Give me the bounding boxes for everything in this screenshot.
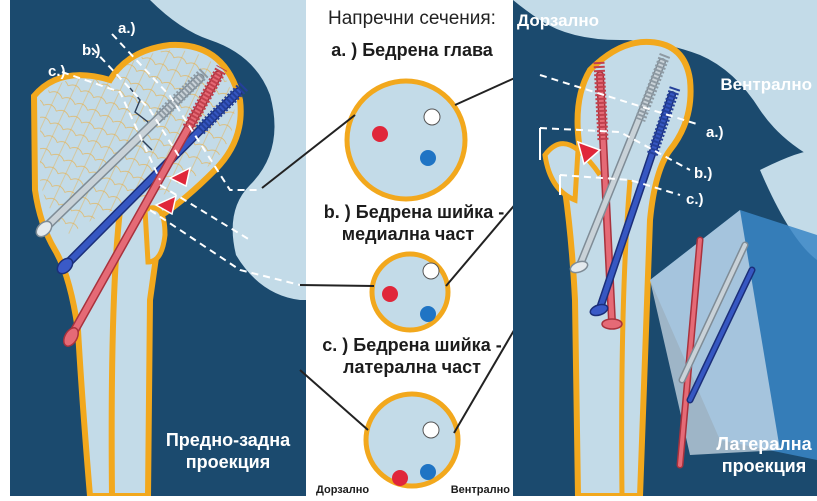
section-b-label-line2: медиална част (342, 224, 475, 244)
right-caption-line2: проекция (722, 456, 807, 476)
marker-c-right: c.) (686, 191, 704, 208)
marker-a-left: a.) (118, 20, 136, 37)
marker-c-left: c.) (48, 63, 66, 80)
dot-blue-b (420, 306, 436, 322)
cross-section-c (366, 394, 458, 486)
dot-white-b (423, 263, 439, 279)
lesser-trochanter (145, 208, 165, 262)
dot-blue-a (420, 150, 436, 166)
section-c-label-line1: c. ) Бедрена шийка - (322, 335, 501, 355)
dot-red-a (372, 126, 388, 142)
section-a-label: a. ) Бедрена глава (331, 40, 494, 60)
section-b-label-line1: b. ) Бедрена шийка - (324, 202, 504, 222)
cross-section-a (347, 81, 465, 199)
marker-b-left: b.) (82, 42, 100, 59)
left-caption-line1: Предно-задна (166, 430, 291, 450)
center-heading: Напречни сечения: (328, 8, 496, 29)
dot-blue-c (420, 464, 436, 480)
marker-b-right: b.) (694, 165, 712, 182)
dot-red-b (382, 286, 398, 302)
left-caption-line2: проекция (186, 452, 271, 472)
right-top-right-label: Вентрално (720, 75, 812, 94)
dot-red-c (392, 470, 408, 486)
center-bottom-right-label: Вентрално (451, 484, 511, 496)
center-bottom-left-label: Дорзално (316, 484, 369, 496)
section-c-label-line2: латерална част (343, 357, 481, 377)
dot-white-c (423, 422, 439, 438)
dot-white-a (424, 109, 440, 125)
marker-a-right: a.) (706, 124, 724, 141)
right-top-left-label: Дорзално (517, 11, 599, 30)
left-panel: a.) b.) c.) Предно-задна проекция (10, 0, 306, 496)
cross-section-b (372, 254, 448, 330)
right-caption-line1: Латерална (716, 434, 812, 454)
right-panel: Дорзално Вентрално a.) b.) c.) Латерална… (513, 0, 817, 496)
